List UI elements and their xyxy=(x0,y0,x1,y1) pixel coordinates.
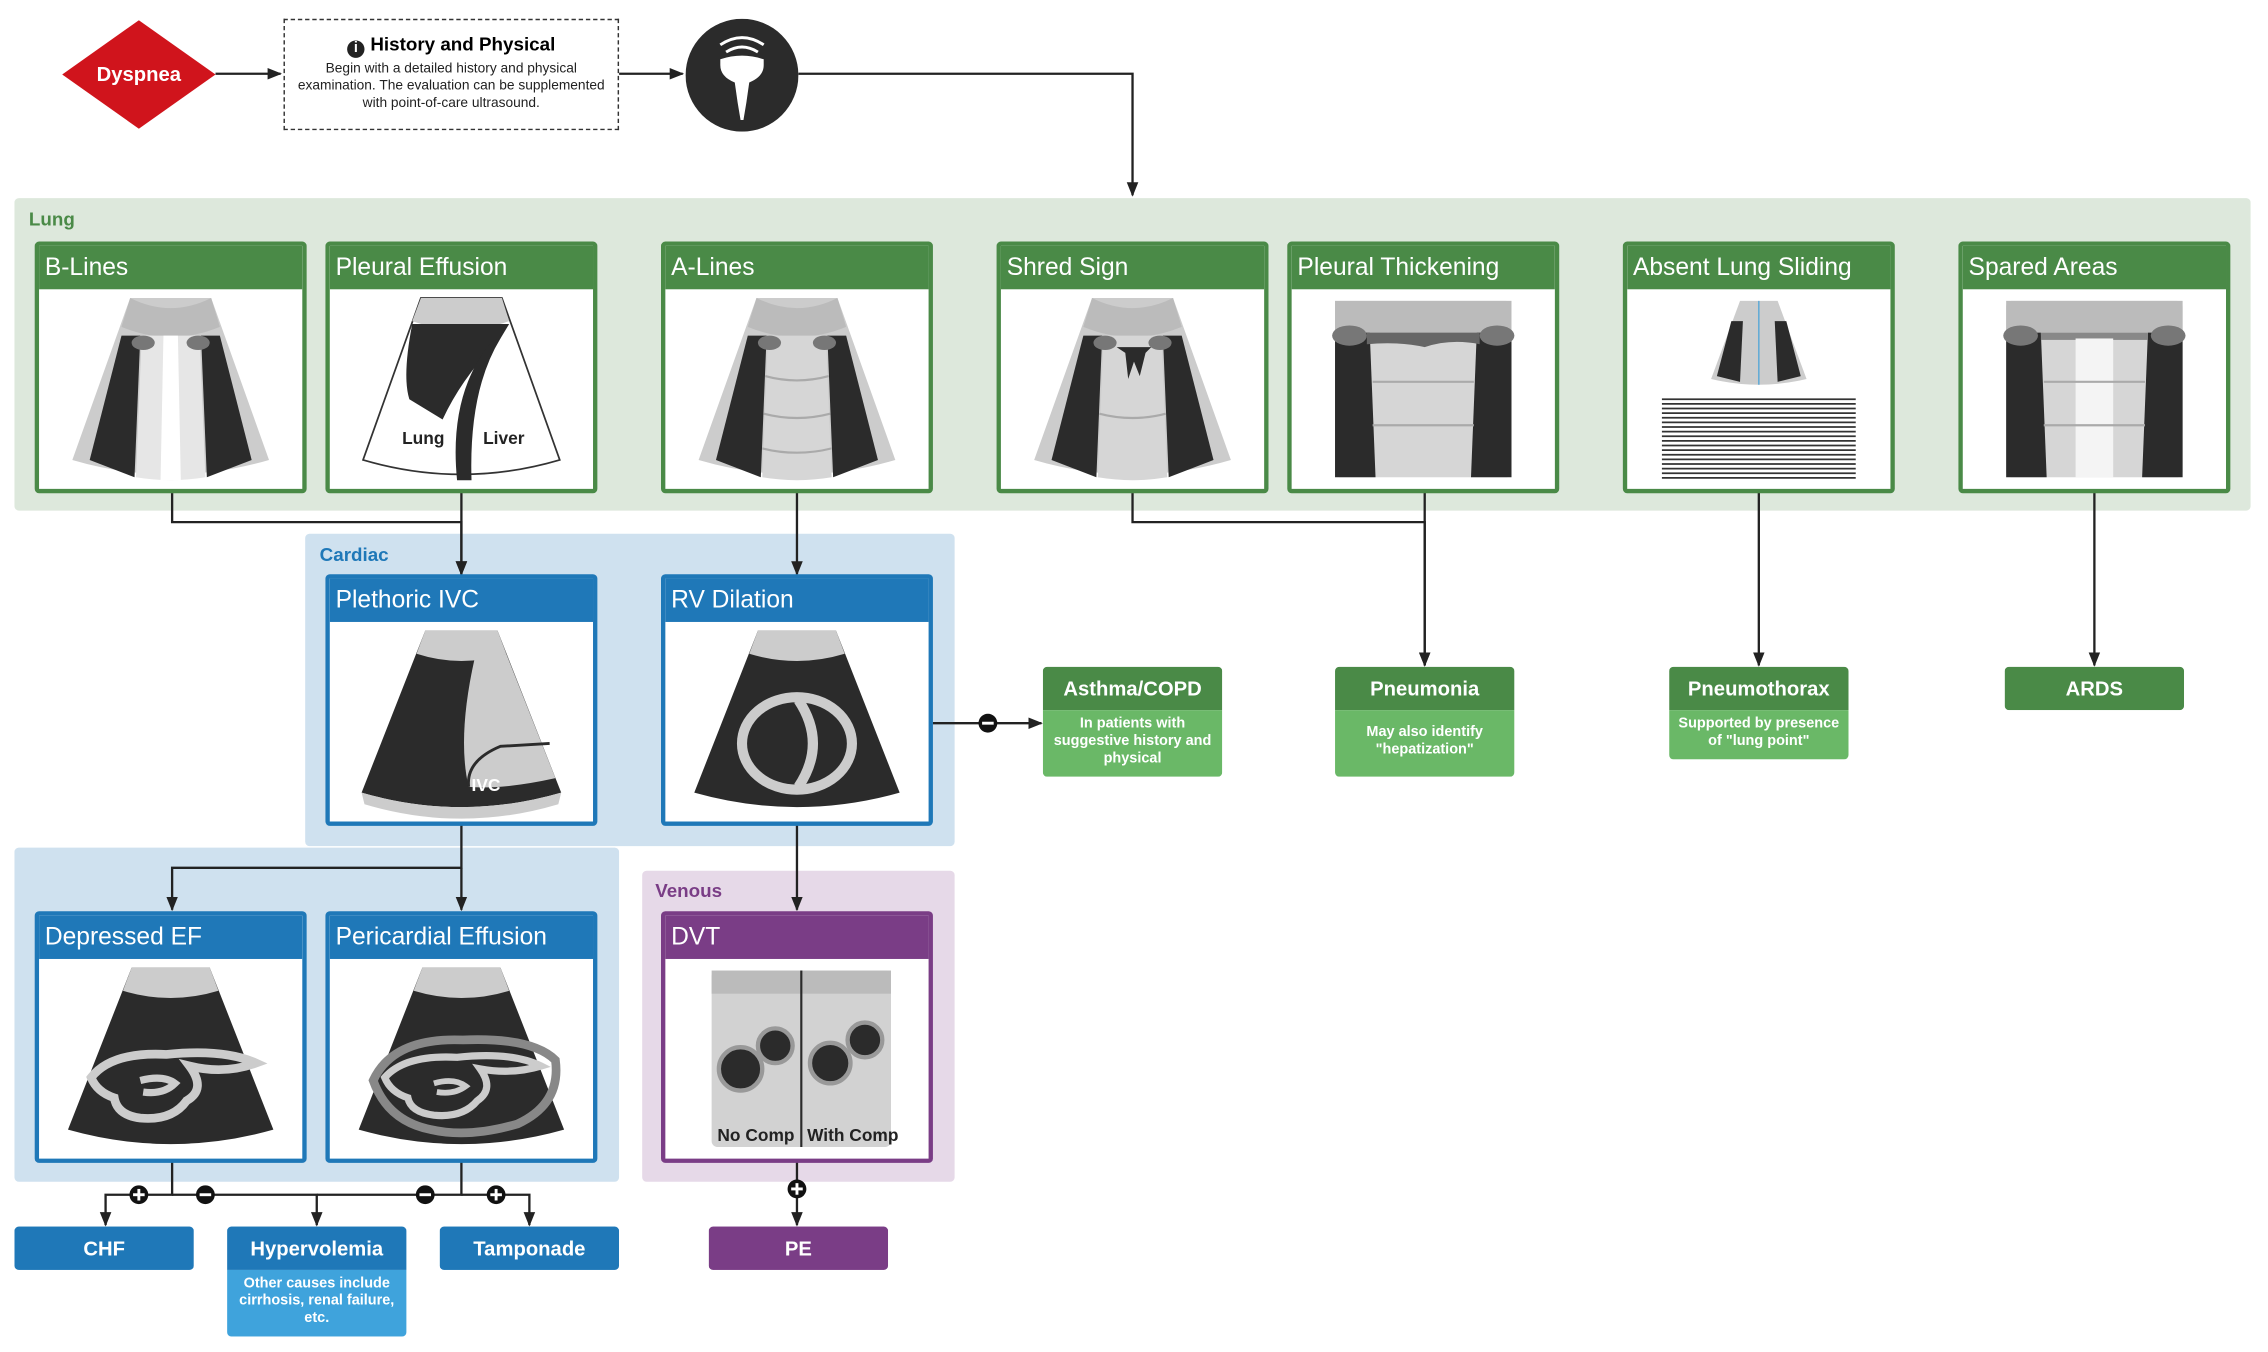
diagnosis-hypervolemia: Hypervolemia Other causes include cirrho… xyxy=(227,1226,407,1337)
rv-dilation-ultrasound-image xyxy=(665,622,928,822)
liver-image-label: Liver xyxy=(483,428,525,448)
history-physical-box: i History and Physical Begin with a detai… xyxy=(283,18,620,131)
diagnosis-note: Other causes include cirrhosis, renal fa… xyxy=(227,1269,407,1337)
finding-title: Pleural Thickening xyxy=(1291,245,1555,290)
positive-sign-chf xyxy=(129,1185,149,1205)
finding-title: Pleural Effusion xyxy=(329,245,594,290)
finding-title: Plethoric IVC xyxy=(329,578,594,622)
finding-title: B-Lines xyxy=(39,245,303,290)
diagnosis-title: ARDS xyxy=(2004,666,2185,711)
finding-title: Pericardial Effusion xyxy=(329,915,594,959)
dyspnea-label: Dyspnea xyxy=(96,62,182,86)
finding-title: Shred Sign xyxy=(1000,245,1265,290)
arrow-shred-to-pneumonia xyxy=(1131,491,1431,667)
finding-title: DVT xyxy=(665,915,929,959)
no-comp-image-label: No Comp xyxy=(717,1125,794,1145)
arrow-ivc-to-ef xyxy=(166,824,463,912)
diagnosis-title: Hypervolemia xyxy=(227,1226,407,1270)
negative-sign-rv-asthma xyxy=(978,713,998,733)
finding-title: Absent Lung Sliding xyxy=(1627,245,1891,290)
ultrasound-probe-icon xyxy=(685,18,799,132)
diagnosis-title: CHF xyxy=(14,1226,194,1270)
diagnosis-note: In patients with suggestive history and … xyxy=(1042,710,1223,777)
negative-sign-hypervolemia xyxy=(195,1185,215,1205)
arrow-blines-to-ivc xyxy=(170,491,468,576)
finding-plethoric-ivc: Plethoric IVC IVC xyxy=(325,574,598,826)
venous-region-label: Venous xyxy=(655,879,723,902)
lung-region-label: Lung xyxy=(28,208,75,230)
cardiac-region-label: Cardiac xyxy=(319,543,389,566)
diagnosis-note: May also identify "hepatization" xyxy=(1335,710,1515,777)
diagnosis-note: Supported by presence of "lung point" xyxy=(1669,710,1849,760)
finding-spared-areas: Spared Areas xyxy=(1958,241,2231,494)
absent-lung-sliding-m-mode-image xyxy=(1627,289,1890,489)
diagnosis-tamponade: Tamponade xyxy=(439,1226,620,1270)
dyspnea-start-node: Dyspnea xyxy=(62,20,216,129)
ivc-image-label: IVC xyxy=(472,775,501,795)
history-description: Begin with a detailed history and physic… xyxy=(297,60,605,112)
finding-a-lines: A-Lines xyxy=(661,241,933,494)
finding-pericardial-effusion: Pericardial Effusion xyxy=(325,911,598,1163)
finding-depressed-ef: Depressed EF xyxy=(34,911,307,1163)
finding-absent-lung-sliding: Absent Lung Sliding xyxy=(1622,241,1895,494)
positive-sign-pe xyxy=(787,1179,807,1199)
diagnosis-title: Pneumonia xyxy=(1335,666,1515,711)
diagnosis-title: Asthma/COPD xyxy=(1042,666,1223,711)
diagnosis-pneumonia: Pneumonia May also identify "hepatizatio… xyxy=(1335,666,1515,777)
diagnosis-title: PE xyxy=(708,1226,889,1270)
arrow-pericardial-to-hypervolemia xyxy=(316,1161,463,1196)
b-lines-ultrasound-image xyxy=(39,289,302,489)
a-lines-ultrasound-image xyxy=(665,289,928,489)
diagnosis-pneumothorax: Pneumothorax Supported by presence of "l… xyxy=(1669,666,1849,760)
spared-areas-ultrasound-image xyxy=(1963,289,2226,489)
diagnosis-ards: ARDS xyxy=(2004,666,2185,711)
diagnosis-asthma-copd: Asthma/COPD In patients with suggestive … xyxy=(1042,666,1223,777)
finding-title: Spared Areas xyxy=(1962,245,2227,290)
finding-pleural-effusion: Pleural Effusion Lung Liver xyxy=(325,241,598,494)
diagnosis-pe: PE xyxy=(708,1226,889,1270)
pleural-effusion-ultrasound-image: Lung Liver xyxy=(330,289,593,489)
finding-rv-dilation: RV Dilation xyxy=(661,574,933,826)
finding-pleural-thickening: Pleural Thickening xyxy=(1287,241,1560,494)
depressed-ef-ultrasound-image xyxy=(39,959,302,1159)
finding-title: RV Dilation xyxy=(665,578,929,622)
with-comp-image-label: With Comp xyxy=(807,1125,898,1145)
shred-sign-ultrasound-image xyxy=(1001,289,1264,489)
finding-shred-sign: Shred Sign xyxy=(996,241,1269,494)
arrow-probe-to-lung xyxy=(798,72,1139,197)
finding-dvt: DVT No Comp With Comp xyxy=(661,911,933,1163)
pleural-thickening-ultrasound-image xyxy=(1292,289,1555,489)
dvt-compression-ultrasound-image: No Comp With Comp xyxy=(665,959,928,1159)
finding-title: A-Lines xyxy=(665,245,929,290)
negative-sign-pericardial xyxy=(415,1185,435,1205)
positive-sign-tamponade xyxy=(486,1185,506,1205)
pericardial-effusion-ultrasound-image xyxy=(330,959,593,1159)
diagnosis-title: Tamponade xyxy=(439,1226,620,1270)
lung-image-label: Lung xyxy=(402,428,444,448)
finding-title: Depressed EF xyxy=(39,915,303,959)
history-title: History and Physical xyxy=(370,33,556,55)
arrow-pericardial-to-tamponade xyxy=(461,1193,536,1227)
diagnosis-title: Pneumothorax xyxy=(1669,666,1849,711)
finding-b-lines: B-Lines xyxy=(34,241,307,494)
arrow-ef-to-hypervolemia xyxy=(172,1193,323,1227)
info-icon: i xyxy=(347,40,365,58)
plethoric-ivc-ultrasound-image: IVC xyxy=(330,622,593,822)
diagnosis-chf: CHF xyxy=(14,1226,194,1270)
